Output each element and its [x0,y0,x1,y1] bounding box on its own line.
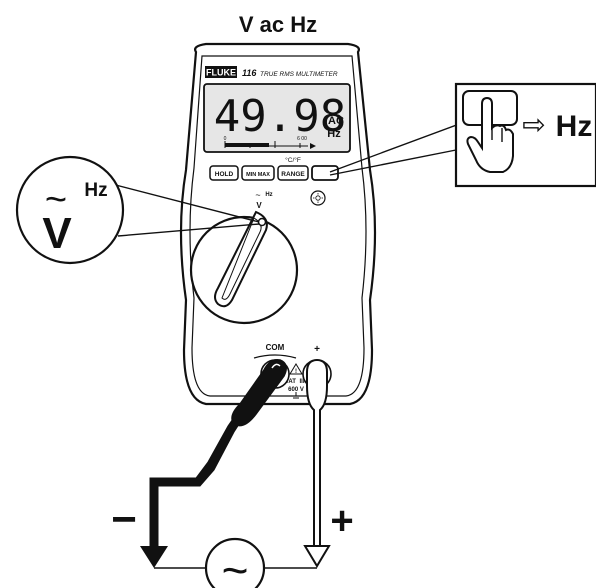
callout-left-v: V [42,209,72,258]
com-terminal-label: COM [266,343,285,352]
dial-indicator-dot [257,217,267,227]
callout-leader-bottom [117,223,260,237]
callout-left-vac-hz: ~ V Hz [15,155,125,265]
dial-mark-hz: Hz [265,192,272,198]
ground-icon [291,392,301,399]
button-row: HOLD MIN MAX RANGE °C/°F [209,156,339,206]
ac-source-symbol [204,537,266,588]
model-number: 116 [242,68,257,78]
hand-press-icon [466,96,514,173]
callout-left-tilde: ~ [45,179,67,221]
dial-mark-tilde: ~ [255,190,260,200]
diagram-title: V ac Hz [239,12,317,37]
rating-voltage-label: 600 V [288,387,304,393]
lcd-unit-ac: AC [328,115,344,127]
ac-source-circuit: ~ [154,537,317,588]
minmax-button[interactable]: MIN MAX [241,165,275,181]
yellow-function-button[interactable] [311,165,339,181]
minmax-button-label: MIN MAX [246,172,270,178]
red-probe-arrow [303,545,331,568]
dial-knob-pointer [214,210,268,308]
callout-right-arrow: ⇨ [522,109,545,140]
callout-right-leader-top [329,119,471,173]
brand-strip: FLUKE 116 TRUE RMS MULTIMETER [205,66,338,78]
callout-right-hz: ⇨ Hz [454,82,596,188]
rotary-dial[interactable] [189,210,299,325]
hold-button-label: HOLD [215,171,234,178]
svg-text:!: ! [295,369,297,375]
brand-logo: FLUKE [206,68,236,78]
minus-polarity-label: − [111,495,137,544]
rating-cat-label: CAT [284,379,296,385]
backlight-icon [313,193,323,203]
lcd-reading: 49.98 [214,91,346,142]
dial-mark-v: V [256,201,262,210]
black-probe [140,358,287,568]
backlight-button[interactable] [310,190,326,206]
red-probe [303,358,331,568]
range-button-label: RANGE [281,171,305,178]
temp-unit-label: °C/°F [285,156,301,164]
bargraph-fill [225,143,269,147]
bargraph-label-max: 6 00 [297,136,307,142]
callout-left-hz: Hz [84,180,107,201]
callout-right-hz-label: Hz [556,110,593,143]
lcd-display: 49.98 AC Hz 0 6 00 [203,83,351,153]
plus-terminal-label: + [314,344,320,355]
hold-button[interactable]: HOLD [209,165,239,181]
bargraph-label-zero: 0 [224,136,227,142]
warning-triangle-icon: ! [289,363,303,375]
brand-logo-box [205,66,237,78]
dial-mark-vac-hz: ~ Hz V [255,190,272,210]
lcd-bargraph: 0 6 00 [224,136,316,149]
black-probe-arrow [140,546,168,568]
model-subtitle: TRUE RMS MULTIMETER [260,71,338,78]
callout-right-leader-bottom [329,149,457,176]
range-button[interactable]: RANGE [277,165,309,181]
ac-source-tilde: ~ [222,544,249,588]
lcd-unit-hz: Hz [327,128,341,140]
plus-polarity-label: + [330,499,353,543]
callout-leader-top [103,181,260,223]
rating-cat-roman: III [299,379,304,385]
